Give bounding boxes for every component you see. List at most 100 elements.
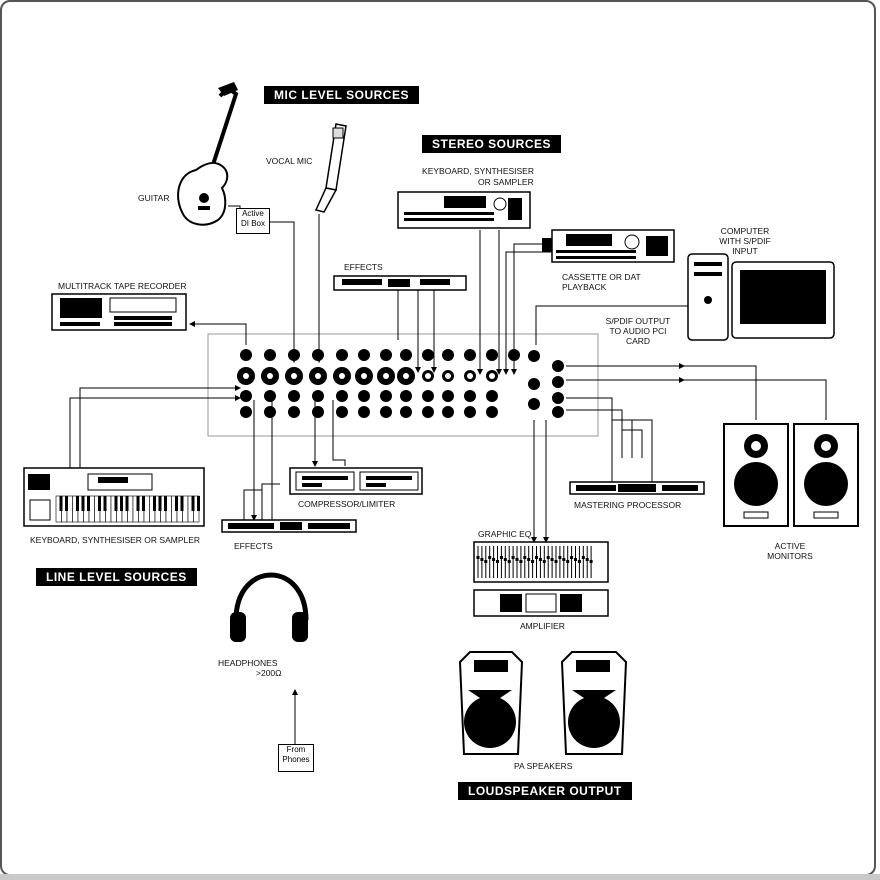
mixer-xlr-center xyxy=(315,373,321,379)
effects-top-label: EFFECTS xyxy=(344,262,383,272)
mixer-xlr-center xyxy=(339,373,345,379)
keyboard-key-black xyxy=(197,496,200,511)
keyboard-key-black xyxy=(103,496,107,511)
eq-slider-knob xyxy=(507,560,511,563)
mixer-output-jack xyxy=(528,378,540,390)
keyboard-key-black xyxy=(59,496,63,511)
eq-slider-knob xyxy=(574,558,577,561)
mixer-jack xyxy=(358,349,370,361)
graphic-eq-icon xyxy=(473,541,609,583)
eq-slider-knob xyxy=(492,558,496,561)
keyboard-key-black xyxy=(114,496,118,511)
keyboard-key-black xyxy=(81,496,85,511)
keyboard-key-black xyxy=(164,496,167,511)
keyboard-key-black xyxy=(175,496,178,511)
graphic-eq-label: GRAPHIC EQ xyxy=(478,529,532,539)
eq-slider-knob xyxy=(535,556,538,559)
mixer-jack xyxy=(240,390,252,402)
mixer-jack xyxy=(240,406,252,418)
mixer-output-jack xyxy=(552,406,564,418)
active-monitors-label-line2: MONITORS xyxy=(767,551,813,561)
mixer-jack xyxy=(486,406,498,418)
active-monitor-right-icon xyxy=(793,423,859,527)
active-di-box-line1: Active xyxy=(242,209,264,218)
keyboard-key-black xyxy=(87,496,90,511)
eq-slider-knob xyxy=(476,556,480,559)
keyboard-key-black xyxy=(158,496,162,511)
mixer-jack xyxy=(486,349,498,361)
eq-slider-knob xyxy=(496,560,499,563)
pa-speakers-label: PA SPEAKERS xyxy=(514,761,573,771)
eq-slider-knob xyxy=(581,556,585,559)
mixer-jack xyxy=(312,406,324,418)
keyboard-stereo-label-line2: OR SAMPLER xyxy=(478,177,534,187)
eq-slider-knob xyxy=(484,560,488,563)
mixer-xlr-center xyxy=(467,373,473,379)
headphones-icon xyxy=(230,572,309,642)
mixer-jack xyxy=(400,349,412,361)
mixer-jack xyxy=(400,390,412,402)
pa-speaker-left-icon xyxy=(458,651,524,755)
headphones-label-line1: HEADPHONES xyxy=(218,658,278,668)
effects-bottom-unit xyxy=(221,519,357,533)
keyboard-stereo-label-line1: KEYBOARD, SYNTHESISER xyxy=(422,166,534,176)
amplifier-label: AMPLIFIER xyxy=(520,621,565,631)
headphones-label-line2: >200Ω xyxy=(256,668,282,678)
mixer-jack xyxy=(336,349,348,361)
eq-slider-knob xyxy=(527,558,531,561)
keyboard-key-black xyxy=(76,496,79,511)
eq-slider-knob xyxy=(566,560,570,563)
mixer-jack xyxy=(240,349,252,361)
computer-label-line3: INPUT xyxy=(732,246,758,256)
eq-slider-knob xyxy=(538,558,542,561)
computer-icon xyxy=(687,253,835,341)
rack-synth-icon xyxy=(397,191,531,229)
mixer-xlr-center xyxy=(383,373,389,379)
eq-slider-knob xyxy=(480,558,484,561)
mixer-jack xyxy=(312,390,324,402)
keyboard-key-black xyxy=(191,496,195,511)
mixer-jack xyxy=(400,406,412,418)
eq-slider-knob xyxy=(511,556,515,559)
effects-bottom-label: EFFECTS xyxy=(234,541,273,551)
compressor-label: COMPRESSOR/LIMITER xyxy=(298,499,396,509)
mixer-output-jack xyxy=(552,392,564,404)
keyboard-key-black xyxy=(180,496,184,511)
mixer-jack xyxy=(464,349,476,361)
eq-slider-knob xyxy=(577,560,581,563)
mixer-xlr-center xyxy=(243,373,249,379)
mixer-jack xyxy=(312,349,324,361)
mixer-console xyxy=(207,333,599,437)
mixer-jack xyxy=(486,390,498,402)
keyboard-key-black xyxy=(142,496,145,511)
mixer-output-jack xyxy=(528,350,540,362)
mastering-label: MASTERING PROCESSOR xyxy=(574,500,682,510)
mixer-jack xyxy=(422,390,434,402)
computer-label-line2: WITH S/PDIF xyxy=(719,236,771,246)
eq-slider-knob xyxy=(503,558,507,561)
cassette-label-line2: PLAYBACK xyxy=(562,282,607,292)
mixer-jack xyxy=(380,349,392,361)
mixer-jack xyxy=(358,390,370,402)
eq-slider-knob xyxy=(554,560,558,563)
eq-slider-knob xyxy=(585,558,589,561)
computer-label-line1: COMPUTER xyxy=(720,226,770,236)
mixer-jack xyxy=(288,406,300,418)
eq-slider-knob xyxy=(515,558,519,561)
spdif-label-line1: S/PDIF OUTPUT xyxy=(605,316,671,326)
keyboard-key-black xyxy=(153,496,156,511)
mixer-jack xyxy=(358,406,370,418)
active-monitor-left-icon xyxy=(723,423,789,527)
mixer-jack xyxy=(442,349,454,361)
cassette-label-line1: CASSETTE OR DAT xyxy=(562,272,641,282)
mixer-xlr-center xyxy=(267,373,273,379)
from-phones-line2: Phones xyxy=(282,755,310,764)
keyboard-key-black xyxy=(65,496,68,511)
mixer-jack xyxy=(442,406,454,418)
mixer-jack xyxy=(336,406,348,418)
mixer-xlr-center xyxy=(403,373,409,379)
mixer-jack xyxy=(264,390,276,402)
multitrack-recorder-icon xyxy=(51,293,187,331)
keyboard-line-label: KEYBOARD, SYNTHESISER OR SAMPLER xyxy=(30,535,201,545)
guitar-icon xyxy=(177,82,239,226)
